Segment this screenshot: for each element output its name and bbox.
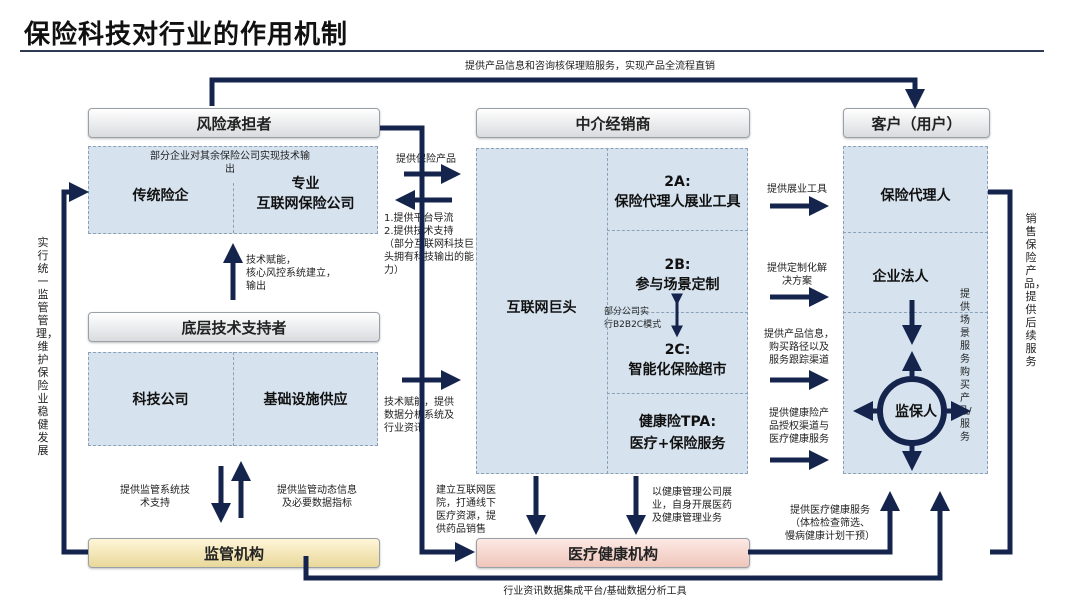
cell-2a-line2: 保险代理人展业工具 [614, 194, 741, 210]
note-scenario-service: 提供场景服务 [960, 289, 970, 365]
intermediary-box [476, 148, 748, 474]
header-tech-support: 底层技术支持者 [88, 312, 380, 342]
note-some-companies: 部分公司实 行B2B2C模式 [604, 307, 662, 330]
note-tech-empower: 技术赋能， 核心风控系统建立， 输出 [246, 255, 336, 292]
title-divider [20, 50, 1044, 52]
note-reg-data: 提供监管动态信息 及必要数据指标 [277, 485, 357, 509]
note-custom-solutions: 提供定制化解 决方案 [767, 263, 827, 287]
intermediary-divider [607, 148, 609, 474]
note-bottom-flow: 行业资讯数据集成平台/基础数据分析工具 [503, 586, 687, 597]
cell-agent: 保险代理人 [880, 188, 951, 204]
header-customer: 客户（用户） [843, 108, 990, 138]
header-risk-bearer: 风险承担者 [88, 108, 380, 138]
intermediary-row-divider-1 [607, 230, 748, 232]
cell-2b-line1: 2B: [664, 257, 691, 273]
cell-online-insurer-line2: 互联网保险公司 [256, 196, 355, 212]
note-provide-products: 提供保险产品 [396, 154, 456, 165]
arrow-left-regulator [61, 182, 89, 555]
cell-tpa-line1: 健康险TPA: [638, 414, 717, 430]
risk-bearer-divider [233, 183, 235, 233]
note-product-info: 提供产品信息， 购买路径以及 服务跟踪渠道 [764, 329, 834, 366]
note-some-insurers: 部分企业对其余保险公司实现技术输出 [150, 151, 310, 175]
cell-infra-provider: 基础设施供应 [263, 392, 348, 408]
note-top-flow: 提供产品信息和咨询核保理赔服务，实现产品全流程直销 [465, 61, 715, 72]
note-sales-tools: 提供展业工具 [767, 184, 827, 195]
note-medical-services: 提供医疗健康服务 （体检检查筛选、 慢病健康计划干预） [785, 505, 875, 542]
cell-2c-line1: 2C: [664, 342, 691, 358]
arrow-right-customer [988, 189, 1013, 555]
page-title: 保险科技对行业的作用机制 [24, 20, 349, 50]
cell-2a-line1: 2A: [664, 174, 691, 190]
cell-online-insurer-line1: 专业 [291, 176, 320, 192]
tech-support-divider [233, 352, 235, 446]
arrow-top-direct-sales [209, 77, 925, 109]
cell-tpa-line2: 医疗+保险服务 [629, 436, 726, 452]
note-health-mgmt: 以健康管理公司展 业，自身开展医药 及健康管理业务 [652, 487, 732, 524]
customer-row-divider-1 [843, 232, 988, 234]
header-medical: 医疗健康机构 [476, 538, 750, 568]
header-regulator: 监管机构 [88, 538, 380, 568]
cell-insured: 监保人 [895, 404, 937, 420]
note-platform-support: 1.提供平台导流 2.提供技术支持 （部分互联网科技巨头拥有科技输出的能力） [384, 213, 474, 276]
arrow-medical-services [748, 491, 900, 555]
intermediary-row-divider-3 [607, 393, 748, 395]
cell-2c-line2: 智能化保险超市 [628, 362, 727, 378]
note-build-hospitals: 建立互联网医 院，打通线下 医疗资源，提 供药品销售 [436, 485, 496, 535]
customer-row-divider-2 [843, 312, 988, 314]
cell-internet-giant: 互联网巨头 [506, 300, 577, 316]
insured-ring [877, 376, 947, 446]
arrow-bottom-data-platform [303, 491, 950, 581]
cell-traditional-insurer: 传统险企 [132, 188, 189, 204]
cell-enterprise: 企业法人 [872, 269, 929, 285]
cell-2b-line2: 参与场景定制 [635, 277, 720, 293]
note-health-products: 提供健康险产 品授权渠道与 医疗健康服务 [769, 408, 829, 445]
arrow-risk-to-intermediary [380, 125, 475, 562]
cell-tech-company: 科技公司 [132, 392, 189, 408]
note-tech-empower2: 技术赋能，提供 数据分析系统及 行业资讯 [384, 397, 454, 434]
header-intermediary: 中介经销商 [476, 108, 750, 138]
note-reg-tech: 提供监管系统技 术支持 [120, 485, 190, 509]
note-left-vertical: 实行统一监管管理，维护保险业稳健发展 [36, 236, 58, 457]
